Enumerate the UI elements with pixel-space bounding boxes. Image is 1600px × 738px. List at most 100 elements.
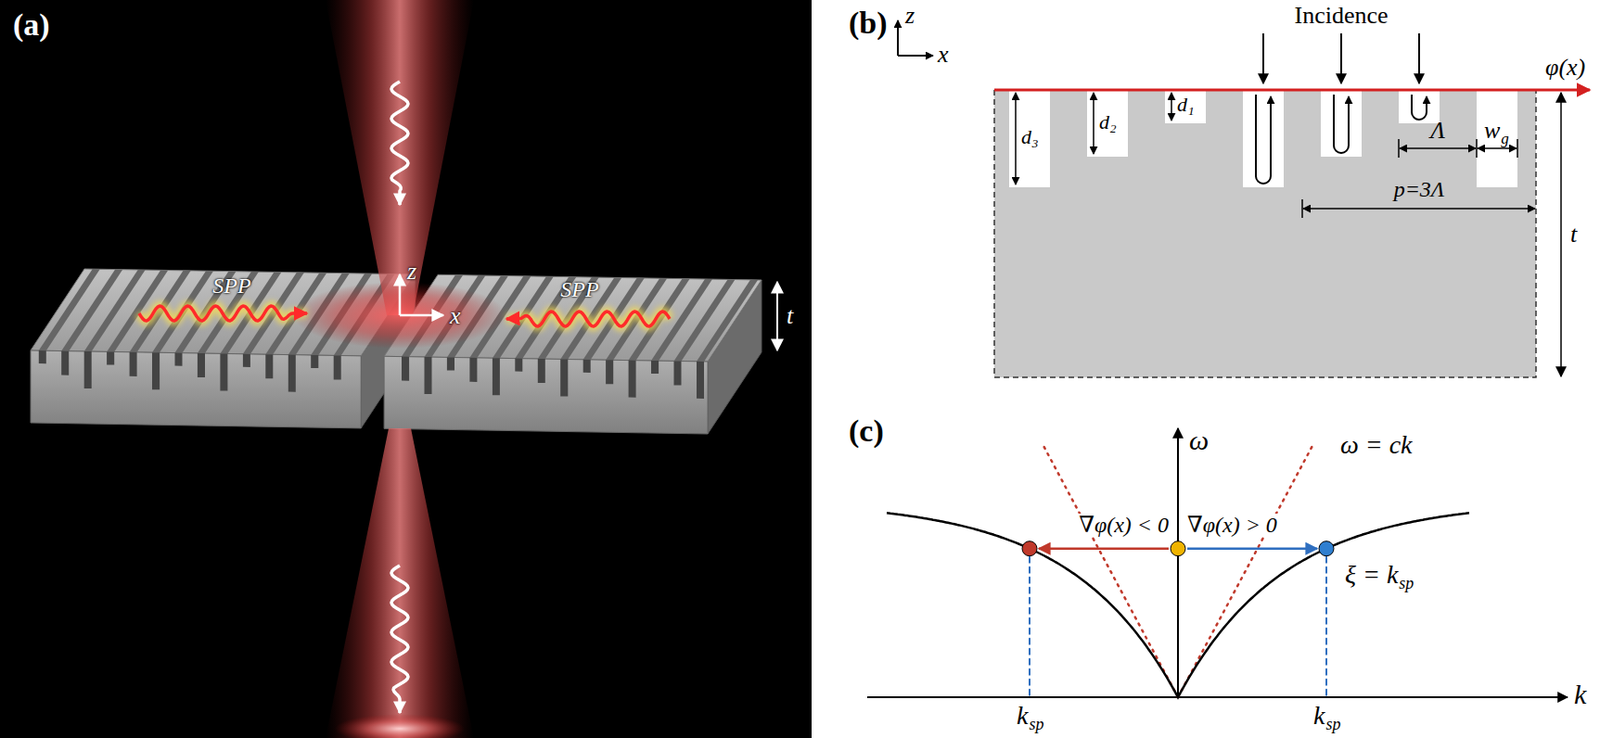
tick bbox=[1397, 139, 1400, 158]
groove-notch bbox=[424, 357, 433, 395]
panel-label: (a) bbox=[12, 9, 51, 41]
groove-notch bbox=[333, 355, 342, 380]
groove-notch bbox=[651, 360, 659, 374]
momentum-shift-arrow bbox=[1038, 547, 1169, 551]
axis-label: x bbox=[449, 304, 461, 329]
z-axis bbox=[896, 20, 899, 56]
groove bbox=[1164, 89, 1206, 124]
groove-notch bbox=[197, 353, 205, 378]
gradient-label: ∇φ(x) > 0 bbox=[1185, 513, 1280, 537]
subscript: g bbox=[1500, 130, 1510, 147]
panel-label: (c) bbox=[848, 415, 884, 448]
wave-label: SPP bbox=[212, 274, 251, 297]
reflection-path bbox=[1411, 94, 1427, 120]
depth-arrow bbox=[1170, 92, 1173, 121]
panel-label: (b) bbox=[848, 7, 888, 39]
state-dot bbox=[1022, 541, 1037, 557]
groove-notch bbox=[152, 352, 160, 390]
dimension-label: t bbox=[1570, 222, 1577, 247]
incidence-arrow bbox=[1418, 33, 1421, 84]
width-arrow bbox=[1477, 147, 1517, 150]
focus-spot bbox=[334, 714, 465, 738]
spp-wave-glow bbox=[506, 311, 670, 327]
x-axis bbox=[399, 314, 444, 318]
groove bbox=[1476, 89, 1518, 188]
transmitted-beam bbox=[325, 428, 474, 738]
ksp-guide bbox=[1325, 557, 1328, 697]
dimension-label: w bbox=[1484, 118, 1500, 143]
incident-beam bbox=[325, 0, 474, 316]
ksp-guide bbox=[1028, 557, 1031, 697]
tick bbox=[1475, 139, 1478, 158]
groove-notch bbox=[129, 352, 138, 377]
groove-notch bbox=[61, 351, 69, 376]
period-arrow bbox=[1399, 147, 1476, 150]
subscript: sp bbox=[1398, 575, 1414, 592]
spp-wave-glow bbox=[139, 306, 308, 321]
groove-notch bbox=[492, 358, 500, 396]
groove-notch bbox=[243, 354, 251, 368]
groove bbox=[1242, 89, 1284, 188]
subscript: sp bbox=[1325, 716, 1341, 733]
incidence-label: Incidence bbox=[1293, 3, 1388, 28]
spp-wave bbox=[139, 306, 308, 321]
dimension-label: p=3Λ bbox=[1394, 178, 1446, 201]
spp-dispersion-curve bbox=[886, 512, 1470, 698]
block-border bbox=[994, 89, 1536, 378]
depth-arrow bbox=[1014, 92, 1017, 185]
groove-notch bbox=[628, 360, 637, 398]
subscript: sp bbox=[1028, 716, 1044, 733]
state-dot bbox=[1170, 541, 1186, 557]
x-axis bbox=[897, 54, 934, 57]
gradient-label: ∇φ(x) < 0 bbox=[1076, 513, 1171, 537]
groove bbox=[1320, 89, 1362, 157]
transmitted-wave bbox=[391, 565, 409, 714]
groove-notch bbox=[219, 353, 228, 391]
groove-notch bbox=[175, 353, 183, 367]
groove-notch bbox=[106, 351, 115, 365]
incidence-arrow bbox=[1340, 33, 1343, 84]
groove-notch bbox=[537, 358, 546, 384]
dimension-label: t bbox=[786, 304, 794, 329]
groove-notch bbox=[469, 358, 477, 383]
spp-wave bbox=[506, 311, 670, 327]
light-line bbox=[1177, 443, 1315, 698]
reflection-path bbox=[1333, 94, 1349, 154]
groove-notch bbox=[84, 351, 92, 389]
groove-notch bbox=[265, 354, 273, 379]
phase-axis bbox=[994, 89, 1590, 92]
thickness-arrow bbox=[1560, 92, 1562, 377]
axis-label: k bbox=[1574, 680, 1587, 709]
reflection-path bbox=[1255, 94, 1271, 184]
wavevector-label: k bbox=[1313, 703, 1325, 730]
groove-notch bbox=[674, 360, 682, 385]
equation-label: ξ = k bbox=[1344, 562, 1398, 589]
axis-label: ω bbox=[1189, 426, 1209, 455]
axis-label: z bbox=[905, 3, 915, 28]
equation-label: ω = ck bbox=[1340, 432, 1413, 459]
wave-label: SPP bbox=[560, 278, 599, 301]
slab-front-face bbox=[30, 350, 361, 429]
supercell-arrow bbox=[1303, 207, 1536, 210]
groove-notch bbox=[38, 350, 47, 364]
groove-notch bbox=[514, 358, 523, 372]
dimension-label: Λ bbox=[1430, 118, 1446, 143]
groove-notch bbox=[605, 359, 614, 384]
wavevector-label: k bbox=[1016, 703, 1028, 730]
dimension-label: d₂ bbox=[1099, 112, 1117, 133]
groove-notch bbox=[583, 359, 591, 373]
k-axis bbox=[867, 696, 1568, 699]
depth-arrow bbox=[1092, 92, 1095, 154]
groove bbox=[1087, 89, 1128, 157]
incident-wave bbox=[391, 81, 409, 205]
groove bbox=[1009, 89, 1050, 188]
tick bbox=[1301, 199, 1304, 218]
groove-notch bbox=[560, 358, 568, 397]
axis-label: x bbox=[937, 42, 949, 67]
thickness-arrow bbox=[776, 281, 779, 351]
light-line bbox=[1041, 443, 1178, 698]
axis-label: φ(x) bbox=[1545, 55, 1586, 80]
dimension-label: d₁ bbox=[1177, 94, 1195, 116]
